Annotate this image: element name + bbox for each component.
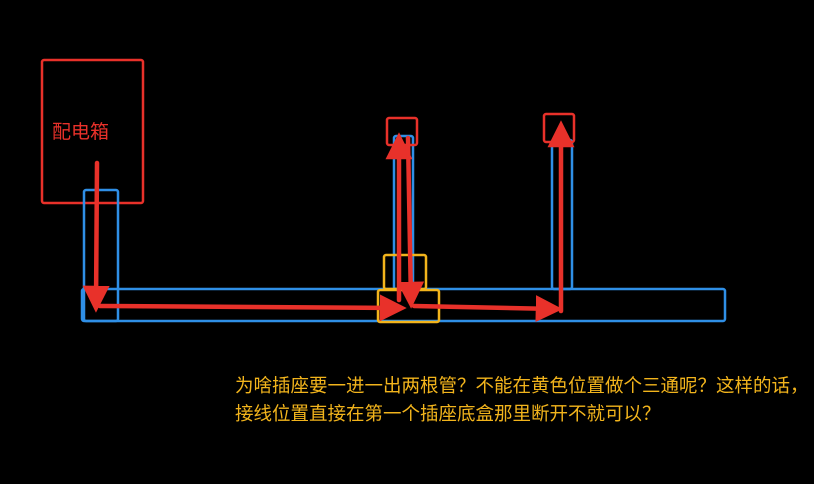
distribution-box-label: 配电箱 [52,121,110,143]
wire-arrow-to-socket-1 [97,294,407,322]
wire-path [82,120,575,323]
tee-position-highlight-upper [382,253,428,291]
wire-arrow-down-from-box [82,160,110,313]
wire-arrow-to-socket-2 [411,295,563,323]
distribution-box [40,58,145,205]
conduit-vertical-box [82,188,120,323]
question-text: 为啥插座要一进一出两根管？不能在黄色位置做个三通呢？这样的话，接线位置直接在第一… [235,376,809,425]
wire-arrow-down-socket-1 [397,135,425,309]
